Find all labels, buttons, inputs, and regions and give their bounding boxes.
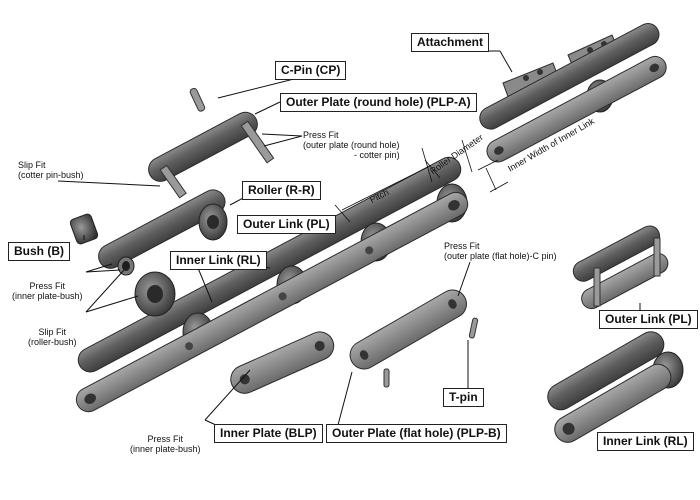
- label-c-pin: C-Pin (CP): [275, 61, 347, 80]
- label-bush: Bush (B): [8, 242, 70, 261]
- loose-roller-part: [134, 271, 176, 317]
- c-pin-part: [189, 87, 206, 112]
- label-inner-plate: Inner Plate (BLP): [214, 424, 323, 443]
- note-line: (roller-bush): [28, 337, 77, 347]
- note-line: (inner plate-bush): [12, 291, 83, 301]
- bush-part: [69, 213, 99, 245]
- loose-inner-link: [98, 189, 228, 276]
- attachment-chain: [479, 22, 667, 163]
- label-outer-link-side: Outer Link (PL): [599, 310, 698, 329]
- t-pin-parts: [383, 317, 479, 388]
- note-line: (outer plate (flat hole)-C pin): [444, 251, 557, 261]
- label-t-pin: T-pin: [443, 388, 484, 407]
- note-line: (outer plate (round hole): [303, 140, 400, 150]
- note-slip-fit-cotter: Slip Fit (cotter pin-bush): [18, 160, 84, 180]
- label-inner-link-side: Inner Link (RL): [597, 432, 694, 451]
- label-outer-plate-round-hole: Outer Plate (round hole) (PLP-A): [280, 93, 477, 112]
- note-line: Press Fit: [147, 434, 184, 444]
- label-outer-link-main: Outer Link (PL): [237, 215, 336, 234]
- dimension-lines: [334, 139, 509, 223]
- note-press-fit-round-hole: Press Fit (outer plate (round hole) - co…: [303, 130, 400, 160]
- label-outer-plate-flat-hole: Outer Plate (flat hole) (PLP-B): [326, 424, 507, 443]
- note-press-fit-flat-hole: Press Fit (outer plate (flat hole)-C pin…: [444, 241, 557, 261]
- inner-link-side-part: [547, 331, 684, 443]
- note-press-fit-inner-plate: Press Fit (inner plate-bush): [130, 434, 201, 454]
- note-line: (cotter pin-bush): [18, 170, 84, 180]
- outer-plate-flat-hole-part: [349, 289, 467, 370]
- label-inner-link-main: Inner Link (RL): [170, 251, 267, 270]
- outer-plate-round-hole-part: [148, 111, 275, 199]
- label-attachment: Attachment: [411, 33, 490, 52]
- note-line: (inner plate-bush): [130, 444, 201, 454]
- note-slip-fit-roller: Slip Fit (roller-bush): [28, 327, 77, 347]
- note-press-fit-inner-bush: Press Fit (inner plate-bush): [12, 281, 83, 301]
- outer-link-side-part: [572, 225, 669, 310]
- inner-plate-part: [230, 331, 335, 394]
- note-line: - cotter pin): [354, 150, 400, 160]
- note-line: Press Fit: [29, 281, 66, 291]
- note-line: Slip Fit: [18, 160, 46, 170]
- main-chain: [75, 156, 469, 413]
- note-line: Slip Fit: [38, 327, 67, 337]
- note-line: Press Fit: [303, 130, 339, 140]
- note-line: Press Fit: [444, 241, 480, 251]
- label-roller: Roller (R-R): [242, 181, 321, 200]
